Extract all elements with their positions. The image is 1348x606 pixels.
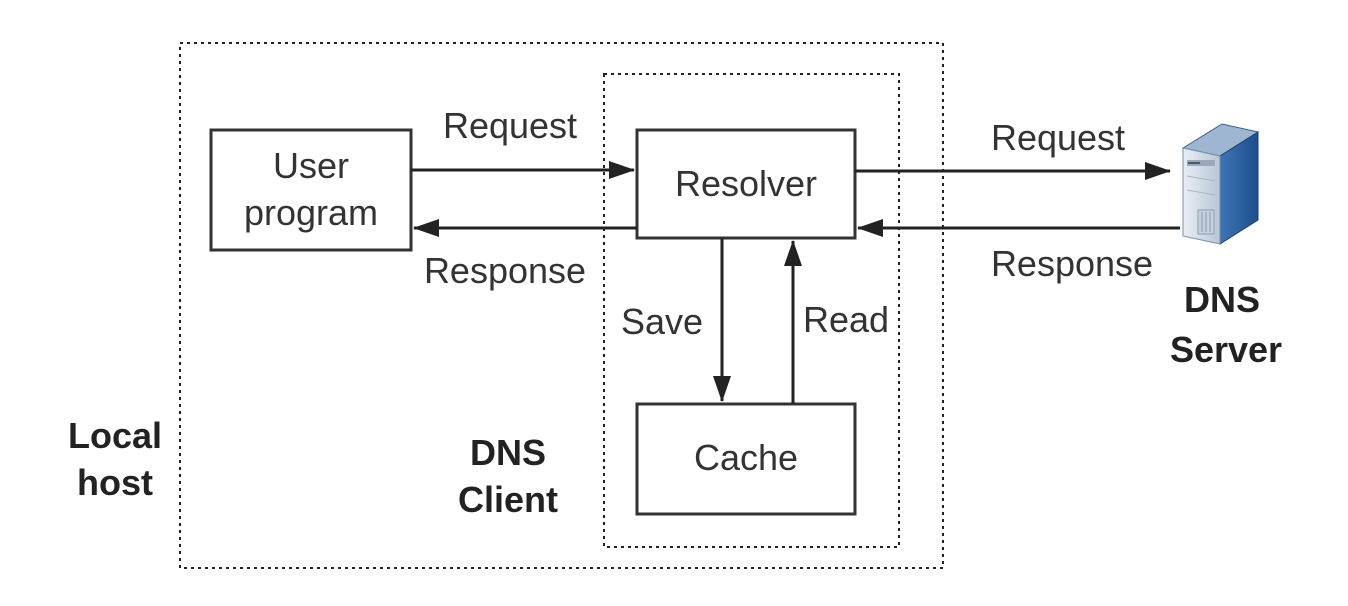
dns-client-label-line1: DNS [470,432,546,473]
cache-box [635,402,857,516]
cache-label: Cache [694,437,798,478]
edge-label-cache-to-resolver: Read [803,299,889,340]
edge-label-resolver-to-user: Response [424,250,586,291]
dns-server-label-line1: DNS [1184,279,1260,320]
edge-label-user-to-resolver: Request [443,105,577,146]
user-program-box [209,128,413,252]
resolver-label: Resolver [675,163,817,204]
local-host-label-line2: host [77,462,153,503]
dns-client-boundary [603,73,900,548]
edge-label-server-to-resolver: Response [991,243,1153,284]
dns-server-label-line2: Server [1170,329,1282,370]
resolver-box [635,128,857,240]
edge-label-resolver-to-server: Request [991,117,1125,158]
edge-label-resolver-to-cache: Save [621,301,703,342]
user-program-label-line1: User [273,145,349,186]
server-icon [1181,123,1260,245]
user-program-label-line2: program [244,192,378,233]
local-host-label-line1: Local [68,415,162,456]
dns-client-label-line2: Client [458,479,558,520]
